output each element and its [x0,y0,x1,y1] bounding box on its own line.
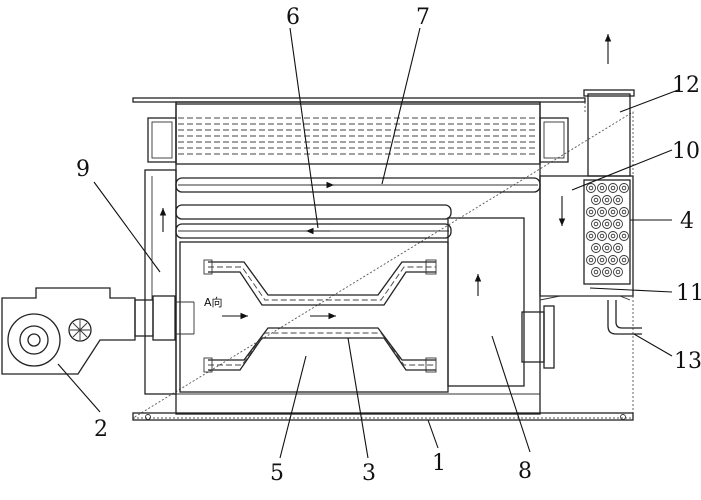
tube-outer [613,219,623,229]
tube-inner [610,233,616,239]
tube-outer [597,207,607,217]
tube-inner [610,185,616,191]
tube-inner [615,197,621,203]
tube-inner [593,221,599,227]
lower-flue-passage [175,204,452,239]
tube-inner [599,233,605,239]
tube-outer [597,255,607,265]
burner-fan [1,287,195,375]
base-plate [132,412,634,421]
tube-outer [602,243,612,253]
tube-outer [619,183,629,193]
tube-inner [604,197,610,203]
tube-outer [619,231,629,241]
tube-inner [588,257,594,263]
tube-outer [613,267,623,277]
label-4: 4 [680,209,694,234]
tube-outer [586,231,596,241]
tube-outer [586,255,596,265]
tube-inner [599,257,605,263]
upper-u-tube [203,259,437,306]
drain-pipe [607,300,642,335]
right-exchanger [539,175,634,301]
tube-inner [588,209,594,215]
tube-inner [610,257,616,263]
tube-outer [619,207,629,217]
label-5: 5 [270,461,284,486]
tube-bundle [586,183,629,277]
leader-lines [57,27,679,459]
tube-inner [610,209,616,215]
tube-inner [621,257,627,263]
tube-outer [591,243,601,253]
tube-inner [621,185,627,191]
tube-inner [599,209,605,215]
tube-outer [591,219,601,229]
label-9: 9 [76,157,90,182]
tube-outer [586,207,596,217]
tube-inner [621,209,627,215]
tube-outer [586,183,596,193]
tube-inner [593,245,599,251]
tube-outer [608,207,618,217]
label-7: 7 [416,5,430,30]
upper-flue-passage [175,177,541,193]
left-side-duct [144,169,177,395]
tube-outer [591,195,601,205]
tube-outer [608,255,618,265]
tube-inner [593,197,599,203]
tube-inner [615,269,621,275]
tube-outer [613,243,623,253]
tube-inner [604,269,610,275]
lower-u-tube [203,327,437,373]
label-10: 10 [672,139,700,164]
callout-labels: 6 7 9 12 10 4 11 13 2 5 3 1 8 [76,5,701,486]
label-11: 11 [676,281,701,306]
tube-inner [604,221,610,227]
label-2: 2 [94,417,108,442]
top-tube-bank [147,103,569,165]
label-3: 3 [362,461,376,486]
label-1: 1 [432,451,446,476]
direction-label: A向 [204,295,223,309]
rear-combustion-chamber [447,217,555,387]
tube-outer [608,231,618,241]
tube-inner [593,269,599,275]
chimney [583,34,635,177]
tube-outer [602,195,612,205]
tube-inner [621,233,627,239]
tube-outer [597,231,607,241]
tube-inner [588,233,594,239]
tube-inner [604,245,610,251]
tube-outer [597,183,607,193]
tube-inner [588,185,594,191]
label-12: 12 [672,73,700,98]
tube-outer [613,195,623,205]
label-8: 8 [518,459,532,484]
tube-outer [608,183,618,193]
tube-outer [602,267,612,277]
tube-outer [619,255,629,265]
tube-inner [615,221,621,227]
label-13: 13 [674,349,701,374]
tube-inner [615,245,621,251]
label-6: 6 [286,5,300,30]
tube-outer [591,267,601,277]
tube-inner [599,185,605,191]
tube-outer [602,219,612,229]
